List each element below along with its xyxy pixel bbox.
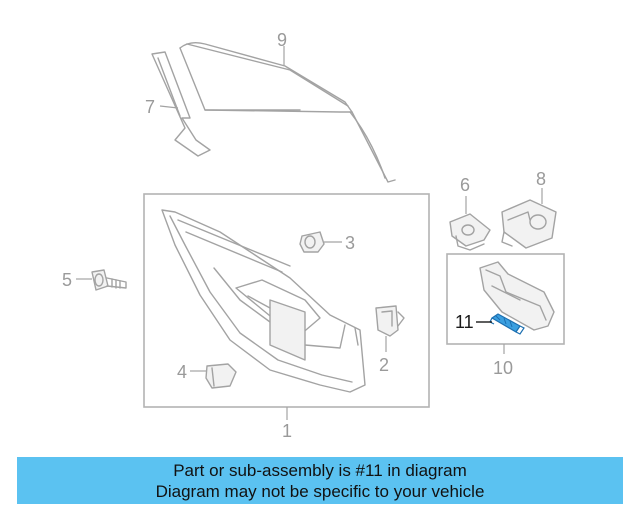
- part-4-pad[interactable]: [205, 363, 237, 389]
- part-10-lamp-housing[interactable]: [479, 261, 555, 331]
- callout-2: 2: [379, 355, 389, 375]
- part-1-trim-panel[interactable]: [161, 209, 366, 393]
- part-8-socket[interactable]: [501, 199, 557, 249]
- callout-8: 8: [536, 169, 546, 189]
- assembly-10-frame: [446, 253, 565, 345]
- callout-4: 4: [177, 362, 187, 382]
- callout-1: 1: [282, 421, 292, 441]
- info-banner: Part or sub-assembly is #11 in diagram D…: [17, 457, 623, 504]
- part-5-screw[interactable]: [91, 269, 127, 291]
- part-6-clip[interactable]: [449, 213, 491, 251]
- callout-5: 5: [62, 270, 72, 290]
- callout-7: 7: [145, 97, 155, 117]
- part-3-clip[interactable]: [299, 231, 325, 253]
- callout-11: 11: [455, 312, 474, 332]
- part-9-upper-panel[interactable]: [179, 41, 396, 183]
- part-7-side-trim[interactable]: [151, 51, 211, 157]
- part-2-retainer[interactable]: [375, 305, 405, 337]
- part-11-bulb[interactable]: [489, 313, 525, 335]
- callout-3: 3: [345, 233, 355, 253]
- banner-line-1: Part or sub-assembly is #11 in diagram: [173, 461, 467, 480]
- callout-9: 9: [277, 30, 287, 50]
- callout-6: 6: [460, 175, 470, 195]
- banner-line-2: Diagram may not be specific to your vehi…: [155, 482, 485, 501]
- callout-10: 10: [493, 358, 513, 378]
